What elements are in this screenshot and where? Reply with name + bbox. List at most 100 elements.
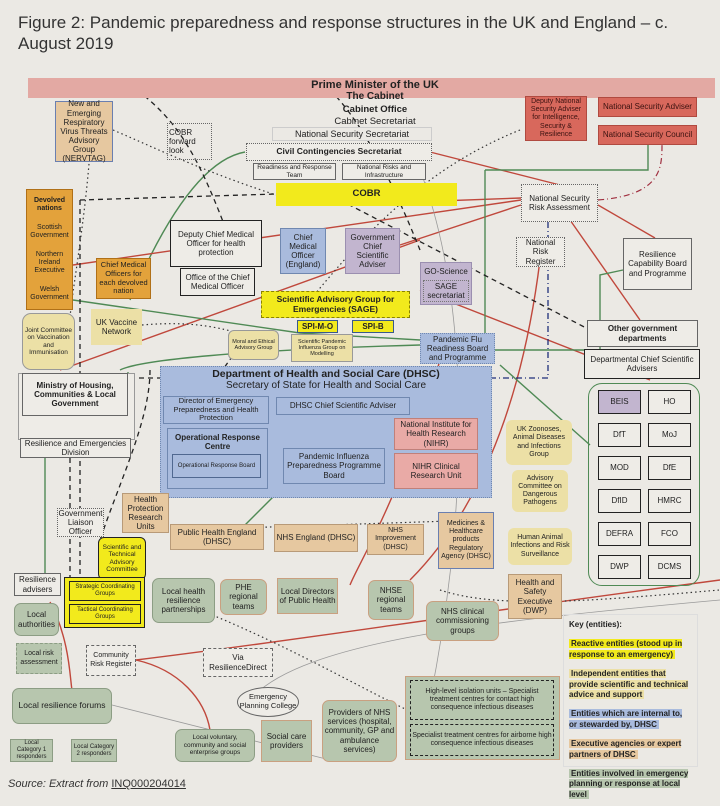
source-link[interactable]: INQ000204014 — [111, 778, 186, 790]
department-dfid: DfID — [598, 489, 641, 513]
uk-vaccine-network: UK Vaccine Network — [91, 309, 142, 345]
key-item: Executive agencies or expert partners of… — [569, 739, 682, 759]
department-moj: MoJ — [648, 423, 691, 447]
government-chief-scientific-adviser: Government Chief Scientific Adviser — [345, 228, 400, 274]
national-security-risk-assessment: National Security Risk Assessment — [521, 184, 598, 222]
public-health-england: Public Health England (DHSC) — [170, 524, 264, 550]
cabinet-secretariat-label: Cabinet Secretariat — [334, 116, 416, 127]
key-legend: Key (entities): Reactive entities (stood… — [563, 614, 698, 799]
director-emergency-preparedness: Director of Emergency Preparedness and H… — [163, 396, 269, 424]
source-note: Source: Extract from INQ000204014 — [8, 778, 408, 790]
national-security-secretariat: National Security Secretariat — [272, 127, 432, 141]
readiness-response-team: Readiness and Response Team — [253, 163, 336, 180]
tactical-coordinating-groups[interactable]: Tactical Coordinating Groups — [69, 604, 141, 624]
other-government-departments: Other government departments — [587, 320, 698, 347]
providers-of-nhs-services: Providers of NHS services (hospital, com… — [322, 700, 397, 762]
dhsc-chief-scientific-adviser: DHSC Chief Scientific Adviser — [276, 397, 410, 415]
human-animal-infections: Human Animal Infections and Risk Surveil… — [508, 528, 572, 565]
national-risks-infrastructure: National Risks and Infrastructure — [342, 163, 426, 180]
government-liaison-officer: Government Liaison Officer — [57, 508, 104, 537]
nhs-clinical-commissioning-groups: NHS clinical commissioning groups — [426, 601, 499, 641]
moral-ethical-advisory-group: Moral and Ethical Advisory Group — [228, 330, 279, 360]
department-mod: MOD — [598, 456, 641, 480]
health-protection-research-units: Health Protection Research Units — [122, 493, 169, 533]
department-dcms: DCMS — [648, 555, 691, 579]
sage: Scientific Advisory Group for Emergencie… — [261, 291, 410, 318]
national-risk-register: National Risk Register — [516, 237, 565, 267]
nervtag: New and Emerging Respiratory Virus Threa… — [55, 99, 113, 163]
cabinet-office-label: Cabinet Office — [342, 104, 408, 115]
spi-m-o: SPI-M-O — [297, 320, 338, 333]
high-level-isolation-units: High-level isolation units – Specialist … — [410, 680, 554, 720]
social-care-providers: Social care providers — [261, 720, 312, 762]
isolation-units-group — [405, 676, 560, 760]
sage-secretariat: SAGE secretariat — [423, 280, 469, 303]
figure-title: Figure 2: Pandemic preparedness and resp… — [18, 13, 669, 54]
nhs-improvement: NHS Improvement (DHSC) — [367, 524, 424, 555]
northern-ireland-executive: Northern Ireland Executive — [34, 251, 65, 275]
cmos-devolved-nations: Chief Medical Officers for each devolved… — [96, 258, 151, 299]
dhsc-title: Department of Health and Social Care (DH… — [212, 368, 440, 380]
department-dfe: DfE — [648, 456, 691, 480]
key-item: Entities which are internal to, or stewa… — [569, 709, 683, 729]
orc-label: Operational Response Centre — [175, 433, 260, 452]
local-voluntary-groups: Local voluntary, community and social en… — [175, 729, 255, 762]
cobr: COBR — [276, 183, 457, 206]
cabinet-label: The Cabinet — [346, 91, 404, 102]
local-directors-public-health: Local Directors of Public Health — [277, 578, 338, 614]
mhclg: Ministry of Housing, Communities & Local… — [22, 373, 128, 416]
airborne-treatment-centres: Specialist treatment centres for airborn… — [410, 724, 554, 756]
department-hmrc: HMRC — [648, 489, 691, 513]
departments-group — [588, 383, 700, 586]
community-risk-register: Community Risk Register — [86, 645, 136, 676]
nihr: National Institute for Health Research (… — [394, 418, 478, 450]
go-science: GO-Science SAGE secretariat — [420, 262, 472, 305]
spi-m: Scientific Pandemic Influenza Group on M… — [291, 334, 353, 362]
key-item: Entities involved in emergency planning … — [569, 768, 689, 799]
key-title: Key (entities): — [569, 620, 622, 629]
local-authorities: Local authorities — [14, 603, 59, 636]
resilience-advisers: Resilience advisers — [14, 573, 61, 596]
scottish-government: Scottish Government — [30, 223, 69, 239]
local-health-resilience-partnerships: Local health resilience partnerships — [152, 578, 215, 623]
department-ho: HO — [648, 390, 691, 414]
operational-response-centre: Operational Response Centre Operational … — [167, 428, 268, 489]
uk-zoonoses-group: UK Zoonoses, Animal Diseases and Infecti… — [506, 420, 572, 465]
strategic-coordinating-groups[interactable]: Strategic Coordinating Groups — [69, 581, 141, 601]
emergency-planning-college: Emergency Planning College — [237, 687, 299, 717]
mhra: Medicines & Healthcare products Regulato… — [438, 512, 494, 569]
key-item: Reactive entities (stood up in response … — [569, 639, 683, 659]
department-defra: DEFRA — [598, 522, 641, 546]
departmental-chief-scientific-advisers: Departmental Chief Scientific Advisers — [584, 349, 700, 379]
deputy-cmo: Deputy Chief Medical Officer for health … — [170, 220, 262, 267]
via-resilience-direct[interactable]: Via ResilienceDirect — [203, 648, 273, 677]
key-items: Reactive entities (stood up in response … — [569, 639, 692, 800]
devolved-nations: Devolved nations Scottish Government Nor… — [26, 189, 73, 310]
national-security-council: National Security Council — [598, 125, 697, 145]
devolved-nations-title: Devolved nations — [33, 196, 66, 212]
department-dwp: DWP — [598, 555, 641, 579]
welsh-government: Welsh Government — [30, 286, 69, 302]
dhsc-subtitle: Secretary of State for Health and Social… — [225, 380, 427, 391]
department-fco: FCO — [648, 522, 691, 546]
resilience-emergencies-division: Resilience and Emergencies Division — [20, 438, 131, 458]
acdp: Advisory Committee on Dangerous Pathogen… — [512, 470, 568, 512]
cobr-forward-look: COBR forward look — [167, 123, 212, 160]
nihr-clinical-research-unit: NIHR Clinical Research Unit — [394, 453, 478, 489]
local-category-2-responders: Local Category 2 responders — [71, 739, 117, 762]
department-dft: DfT — [598, 423, 641, 447]
health-safety-executive: Health and Safety Executive (DWP) — [508, 574, 562, 619]
prime-minister-label: Prime Minister of the UK — [311, 79, 439, 91]
operational-response-board: Operational Response Board — [172, 454, 261, 478]
local-risk-assessment: Local risk assessment — [16, 643, 62, 674]
source-prefix: Source: Extract from — [8, 778, 112, 790]
go-science-label: GO-Science — [424, 267, 468, 276]
spi-b: SPI-B — [352, 320, 394, 333]
phe-regional-teams: PHE regional teams — [220, 579, 267, 615]
nhs-england: NHS England (DHSC) — [274, 524, 358, 552]
office-of-cmo: Office of the Chief Medical Officer — [180, 268, 255, 296]
deputy-national-security-adviser: Deputy National Security Adviser for Int… — [525, 96, 587, 141]
civil-contingencies-secretariat: Civil Contingencies Secretariat — [246, 143, 432, 161]
resilience-capability-board: Resilience Capability Board and Programm… — [623, 238, 692, 290]
